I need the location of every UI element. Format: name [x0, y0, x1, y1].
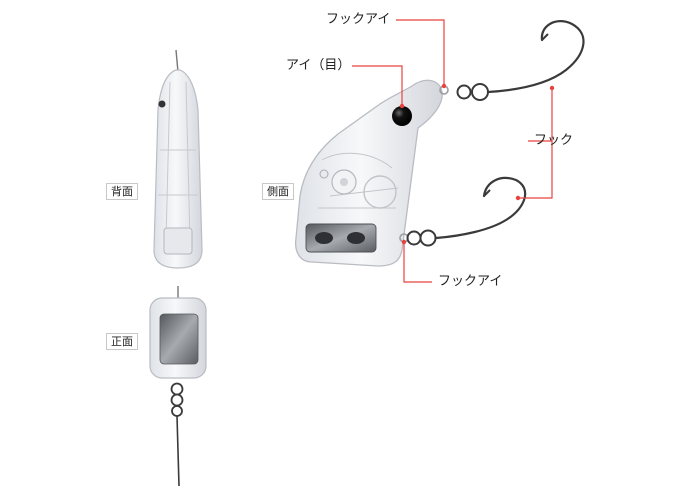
leader-dot-bottom-hook — [515, 195, 521, 201]
side-view-eye — [392, 106, 412, 126]
top-hook-assembly — [456, 20, 585, 101]
front-view-hook-shank — [176, 415, 180, 487]
top-split-ring-1 — [456, 84, 472, 100]
callout-eye: アイ（目） — [286, 58, 351, 73]
top-hook — [486, 20, 585, 94]
front-view-label: 正面 — [106, 333, 138, 350]
side-view-pin — [319, 169, 329, 179]
front-view-ring-1 — [170, 382, 184, 396]
leader-dot-eye — [399, 103, 405, 109]
back-view-wire — [175, 49, 179, 73]
back-view-eye — [158, 100, 166, 108]
leader-eye — [352, 65, 403, 104]
side-view-plate-hole-right — [347, 232, 365, 244]
bottom-split-ring-2 — [419, 229, 437, 247]
leader-dots — [399, 83, 555, 245]
callout-hook-eye-bottom: フックアイ — [438, 274, 503, 289]
leader-dot-top-hook — [549, 85, 555, 91]
leader-hook-eye-bottom — [403, 244, 432, 283]
side-view-rattle-core — [340, 178, 348, 186]
front-view-ring-3 — [171, 405, 183, 417]
bottom-split-ring-1 — [406, 230, 422, 246]
front-view-plate — [159, 313, 199, 365]
back-view-body — [153, 69, 203, 269]
front-view-ring-2 — [170, 393, 184, 407]
front-view-lure — [149, 286, 207, 487]
bottom-hook-barb — [483, 189, 491, 197]
callout-hook-eye-top: フックアイ — [326, 12, 391, 27]
back-view-lure — [153, 49, 203, 269]
back-view-window — [163, 227, 193, 255]
bottom-hook-assembly — [406, 176, 527, 247]
bottom-hook — [434, 176, 527, 240]
side-view-plate-hole-left — [315, 232, 333, 244]
side-view-plate — [305, 223, 377, 253]
leader-lines — [352, 19, 553, 283]
leader-hook — [518, 88, 553, 199]
side-view-label: 側面 — [262, 183, 294, 200]
side-view-body — [294, 79, 443, 267]
leader-hook-eye-top — [396, 19, 445, 84]
callout-hook: フック — [534, 133, 574, 148]
back-view-label: 背面 — [106, 183, 138, 200]
back-view-inner-ridge — [158, 81, 198, 241]
leader-dot-hook-eye-bottom — [401, 239, 407, 245]
side-view-wheel — [363, 175, 397, 209]
leader-dot-hook-eye-top — [441, 83, 447, 89]
top-split-ring-2 — [471, 83, 489, 101]
side-view-lure — [294, 79, 449, 267]
top-hook-barb — [541, 33, 549, 41]
